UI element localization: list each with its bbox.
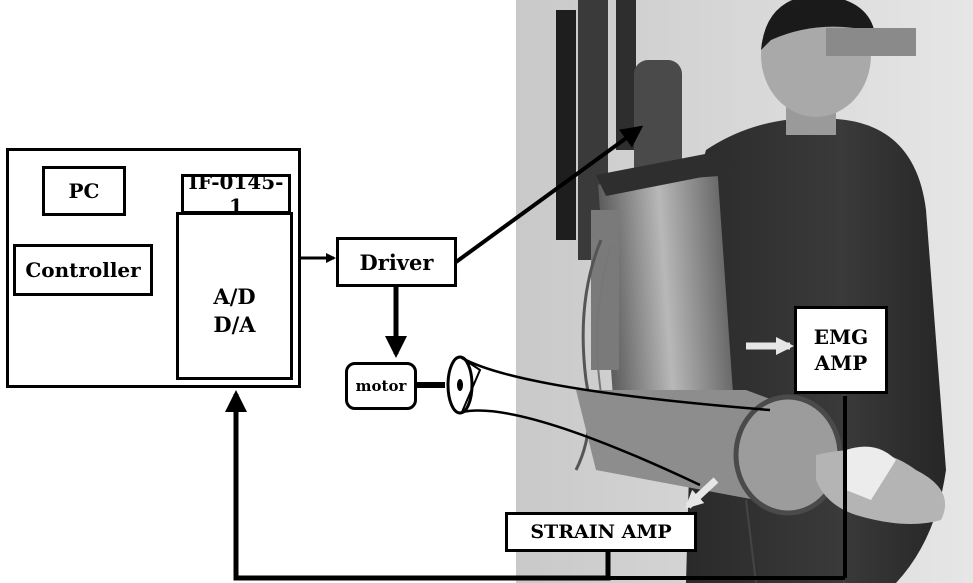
motor-label: motor (356, 377, 407, 395)
controller-label: Controller (25, 258, 140, 282)
driver-to-actuator-arrow (456, 128, 640, 262)
adda-line2: D/A (213, 311, 255, 339)
pc-label-box: PC (42, 166, 126, 216)
strain-label: STRAIN AMP (530, 521, 671, 543)
strain-amp-block: STRAIN AMP (505, 512, 697, 552)
pulley-hub (457, 379, 463, 391)
controller-block: Controller (13, 244, 153, 296)
cable-lower (462, 411, 700, 485)
cable-upper (462, 358, 770, 410)
adda-line1: A/D (213, 283, 255, 311)
pc-label: PC (69, 179, 100, 203)
driver-label: Driver (360, 250, 434, 275)
emg-line2: AMP (815, 350, 868, 376)
emg-amp-block: EMG AMP (794, 306, 888, 394)
adda-board: A/D D/A (176, 212, 293, 380)
driver-block: Driver (336, 237, 457, 287)
strain-sensor-arrow (688, 480, 716, 506)
motor-block: motor (345, 362, 417, 410)
emg-line1: EMG (814, 324, 868, 350)
interface-label-box: IF-0145-1 (181, 174, 291, 214)
interface-label: IF-0145-1 (184, 170, 288, 218)
